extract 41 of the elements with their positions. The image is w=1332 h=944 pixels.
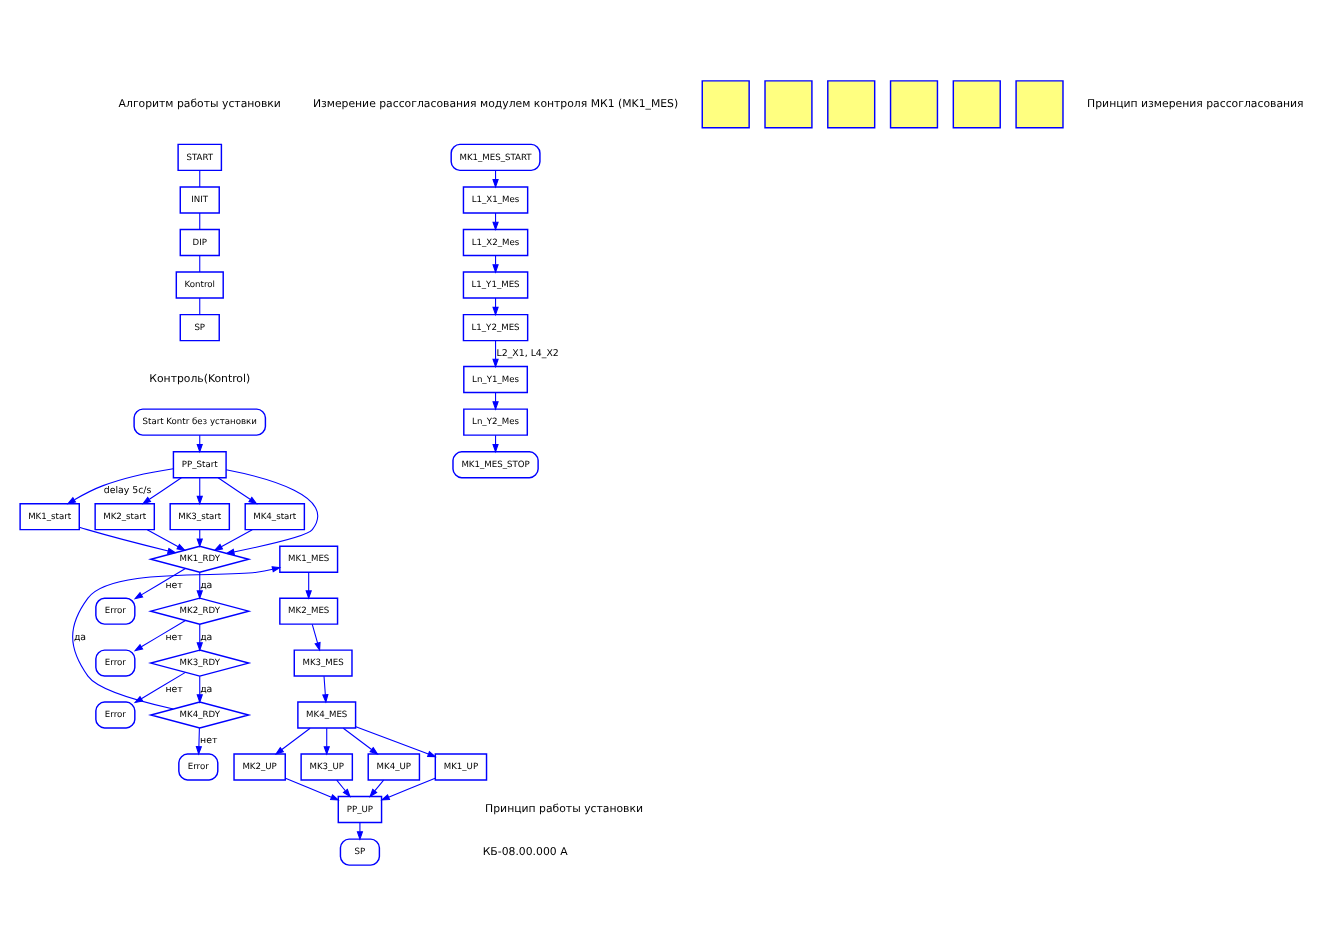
arrow — [305, 570, 312, 599]
arrow — [72, 565, 282, 709]
arrow — [492, 433, 499, 453]
arrow — [66, 467, 174, 504]
arrow — [492, 296, 499, 316]
arrow — [196, 476, 204, 505]
arrow — [369, 778, 385, 797]
arrow — [356, 821, 364, 840]
arrow — [323, 726, 331, 755]
connector — [199, 168, 201, 187]
arrow — [492, 339, 499, 368]
arrow — [146, 528, 187, 550]
arrow — [284, 776, 340, 800]
node-box — [764, 79, 813, 128]
arrow — [225, 468, 319, 555]
arrow — [380, 776, 436, 800]
arrow — [311, 622, 321, 651]
arrow — [196, 622, 204, 651]
node-box — [1015, 79, 1064, 128]
node-box — [952, 79, 1001, 128]
node-box — [827, 79, 876, 128]
arrow — [355, 725, 437, 757]
arrow — [195, 726, 203, 755]
arrow — [196, 570, 204, 599]
arrow — [342, 726, 379, 754]
arrow — [322, 674, 329, 703]
arrow — [274, 726, 311, 754]
arrow — [196, 433, 204, 453]
arrow — [133, 618, 186, 651]
arrow — [133, 566, 186, 599]
node-box — [701, 79, 750, 128]
arrow — [213, 528, 253, 550]
node-box — [889, 79, 939, 128]
arrow — [492, 168, 499, 188]
arrow — [217, 476, 258, 504]
arrow — [141, 476, 182, 504]
connector — [199, 296, 201, 315]
arrow — [492, 211, 499, 231]
arrow — [196, 674, 204, 703]
arrow — [336, 778, 351, 797]
arrow — [78, 525, 177, 554]
